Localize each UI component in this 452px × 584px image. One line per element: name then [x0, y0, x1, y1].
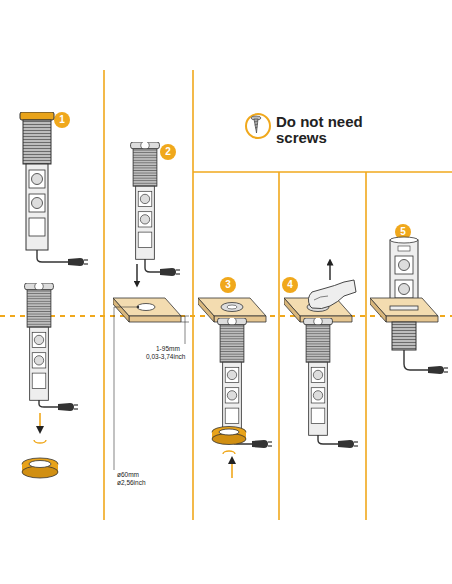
dimension-text: ø2,56inch [117, 480, 146, 487]
dimension-text: 1-95mm [156, 346, 180, 353]
note-text: Do not need screws [276, 114, 406, 146]
callout-number: 5 [400, 227, 406, 238]
step-5-parts [370, 237, 448, 374]
callout-number: 1 [59, 115, 65, 126]
screw-icon [246, 114, 270, 138]
panel-dividers [0, 70, 452, 520]
callout-circles [54, 112, 411, 293]
callout-number: 3 [225, 280, 231, 291]
dimension-text: 0,03-3,74inch [146, 354, 185, 361]
callout-number: 2 [165, 147, 171, 158]
dimension-text: ø60mm [117, 472, 139, 479]
step-3-parts [198, 298, 272, 478]
step-2-parts [113, 141, 189, 470]
callout-number: 4 [287, 280, 293, 291]
step-4-parts [284, 262, 358, 448]
step-1-parts [20, 112, 88, 478]
